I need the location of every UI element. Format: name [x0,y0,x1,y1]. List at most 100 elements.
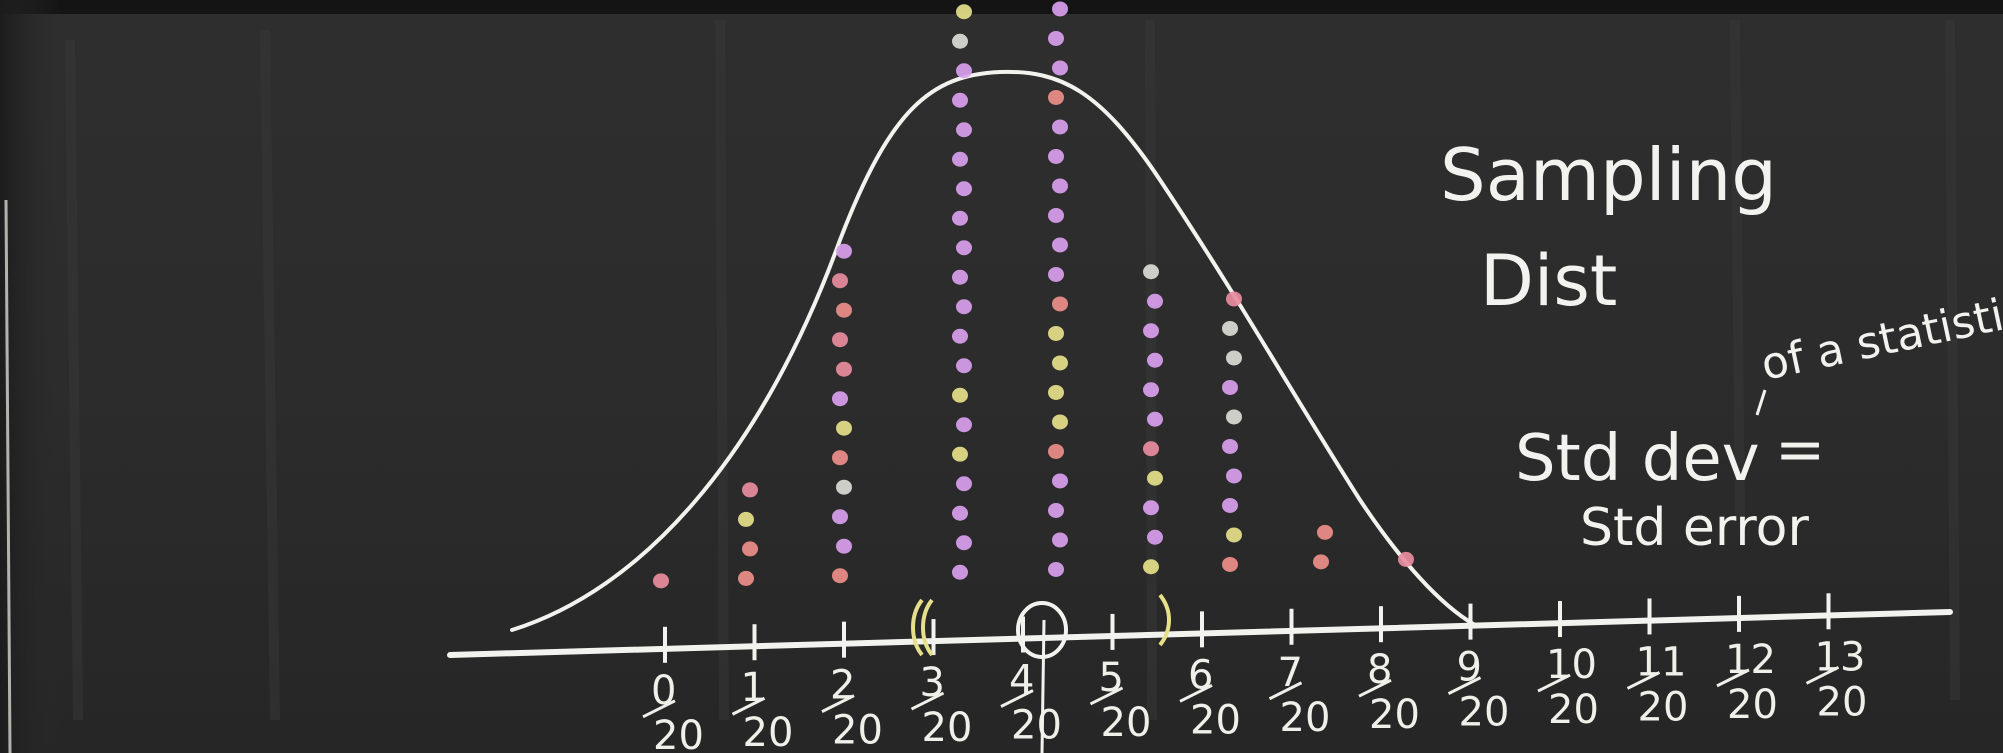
tick-label-denominator: 20 [1459,690,1510,736]
tick-label-numerator: 10 [1546,642,1597,688]
chalk-dot [956,4,972,20]
tick-label-numerator: 13 [1815,634,1866,680]
tick-label-numerator: 12 [1725,637,1776,683]
formula-std-dev: Std dev [1515,422,1760,496]
chalk-dot [956,417,972,433]
chalk-dot [836,479,852,495]
tick-labels: 0201202203204205206207208209201020112012… [642,634,1868,753]
chalk-dot [956,63,972,79]
chalk-dot [1143,382,1159,398]
chalk-dot [1143,441,1159,457]
tick-label-numerator: 11 [1636,639,1687,685]
tick-label-fraction-bar [1268,681,1303,701]
chalk-dot [1048,325,1064,341]
tick-label-denominator: 20 [1638,684,1689,730]
annotation-caret [1755,389,1767,416]
chalk-dot [1222,379,1238,395]
chalk-dot [1048,384,1064,400]
chalk-dot [1048,30,1064,46]
tick-label-denominator: 20 [1548,687,1599,733]
chalk-dot [952,387,968,403]
tick-label-denominator: 20 [1817,679,1868,725]
tick-label-fraction-bar [1716,668,1750,688]
chalk-dot [832,332,848,348]
chalk-dot [1052,355,1068,371]
chalk-dot [742,482,758,498]
number-line [447,609,1953,658]
tick-marks [663,593,1831,663]
chalk-dot [1226,527,1242,543]
tick-label-fraction-bar [1358,678,1392,698]
chalk-dot [1222,556,1238,572]
chalk-dot [956,358,972,374]
chalk-dot [956,535,972,551]
chalk-dot [1147,529,1163,545]
chalk-dot [738,570,754,586]
paren-mark-left [911,598,924,657]
chalk-dot [1147,352,1163,368]
chalk-dot [1226,350,1242,366]
chalk-dot [1143,500,1159,516]
board-top-rail [0,0,2003,14]
chalk-dot [1052,119,1068,135]
chalk-dot [1052,178,1068,194]
title-sampling: Sampling [1440,133,1777,217]
chalk-dot [952,446,968,462]
chalk-dot [1048,502,1064,518]
chalk-dot [836,243,852,259]
tick-label-fraction-bar [821,694,855,713]
chalk-dot [952,92,968,108]
mean-marker-line [1040,619,1046,753]
chalk-dot [952,210,968,226]
tick-label-denominator: 20 [1369,692,1420,738]
chalk-dot [836,302,852,318]
tick-label-fraction-bar [1537,673,1571,693]
chalk-dot [952,505,968,521]
chalk-dot [952,33,968,49]
chalk-dot [1226,468,1242,484]
chalk-dot [1313,554,1329,570]
chalk-dot [832,450,848,466]
chalk-dot [832,391,848,407]
tick-label-denominator: 20 [1011,702,1062,748]
chalk-dot [1052,473,1068,489]
formula-std-error: Std error [1580,498,1809,558]
tick-label-fraction-bar [1089,686,1124,706]
chalk-dot [836,538,852,554]
chalk-dot [832,509,848,525]
chalk-dot [952,151,968,167]
tick-label-denominator: 20 [1727,682,1778,728]
normal-curve [510,69,1477,632]
chalk-dot [1052,60,1068,76]
formula-equals: = [1775,415,1825,485]
chalk-dot [653,573,669,589]
chalk-dot [1226,409,1242,425]
chalk-dot [1048,207,1064,223]
chalk-dot [1143,323,1159,339]
tick-label-fraction-bar [731,696,766,716]
tick-label-denominator: 20 [1280,695,1331,741]
chalk-dot [1052,1,1068,17]
chalk-dot [952,564,968,580]
tick-label-fraction-bar [910,691,945,711]
chalk-dot [1052,296,1068,312]
chalk-dot [1317,524,1333,540]
chalk-dot [1052,414,1068,430]
chalk-dot [956,476,972,492]
chalk-dot [1052,237,1068,253]
chalk-dot [1052,532,1068,548]
eraser-streaks [65,19,1960,721]
dot-plot [653,1,1414,589]
chalk-dot [952,328,968,344]
chalk-dot [1147,411,1163,427]
chalk-dot [1143,559,1159,575]
paren-mark-left-2 [921,598,934,657]
chalk-dot [1147,293,1163,309]
board-left-edge [4,199,12,753]
chalk-dot [1048,561,1064,577]
chalk-dot [1048,443,1064,459]
chalk-dot [742,541,758,557]
paren-mark-right [1158,593,1171,647]
